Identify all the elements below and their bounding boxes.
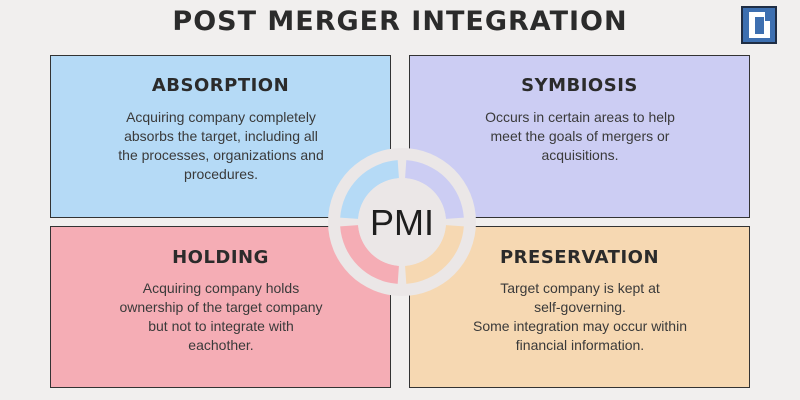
absorption-line: Acquiring company completely bbox=[126, 109, 316, 125]
absorption-line: procedures. bbox=[184, 166, 258, 182]
holding-heading: HOLDING bbox=[172, 247, 269, 268]
preservation-line: Target company is kept at bbox=[500, 280, 660, 296]
preservation-heading: PRESERVATION bbox=[499, 247, 660, 268]
holding-ring-segment bbox=[340, 225, 399, 284]
symbiosis-description: Occurs in certain areas to help meet the… bbox=[450, 108, 710, 165]
pmi-label: PMI bbox=[370, 202, 434, 243]
absorption-ring-segment bbox=[340, 160, 399, 219]
absorption-heading: ABSORPTION bbox=[151, 75, 290, 96]
pmi-center-circle: PMI bbox=[328, 148, 476, 296]
symbiosis-line: Occurs in certain areas to help bbox=[485, 109, 675, 125]
preservation-line: Some integration may occur within bbox=[473, 318, 687, 334]
holding-line: eachother. bbox=[188, 337, 254, 353]
absorption-quadrant: ABSORPTION Acquiring company completely … bbox=[50, 55, 391, 218]
preservation-description: Target company is kept at self-governing… bbox=[440, 279, 720, 355]
holding-description: Acquiring company holds ownership of the… bbox=[101, 279, 341, 355]
bracket-logo-icon bbox=[741, 6, 777, 44]
absorption-description: Acquiring company completely absorbs the… bbox=[101, 108, 341, 184]
symbiosis-line: acquisitions. bbox=[541, 147, 619, 163]
absorption-line: the processes, organizations and bbox=[118, 147, 324, 163]
inner-disc bbox=[358, 178, 446, 266]
preservation-line: financial information. bbox=[515, 337, 645, 353]
holding-line: Acquiring company holds bbox=[142, 280, 300, 296]
symbiosis-line: meet the goals of mergers or bbox=[490, 128, 670, 144]
symbiosis-heading: SYMBIOSIS bbox=[521, 75, 638, 96]
absorption-line: absorbs the target, including all bbox=[124, 128, 318, 144]
preservation-line: self-governing. bbox=[534, 299, 626, 315]
page-title: POST MERGER INTEGRATION bbox=[172, 6, 628, 37]
symbiosis-ring-segment bbox=[405, 160, 464, 219]
preservation-ring-segment bbox=[405, 225, 464, 284]
holding-line: ownership of the target company bbox=[119, 299, 323, 315]
holding-quadrant: HOLDING Acquiring company holds ownershi… bbox=[50, 226, 391, 388]
holding-line: but not to integrate with bbox=[148, 318, 294, 334]
